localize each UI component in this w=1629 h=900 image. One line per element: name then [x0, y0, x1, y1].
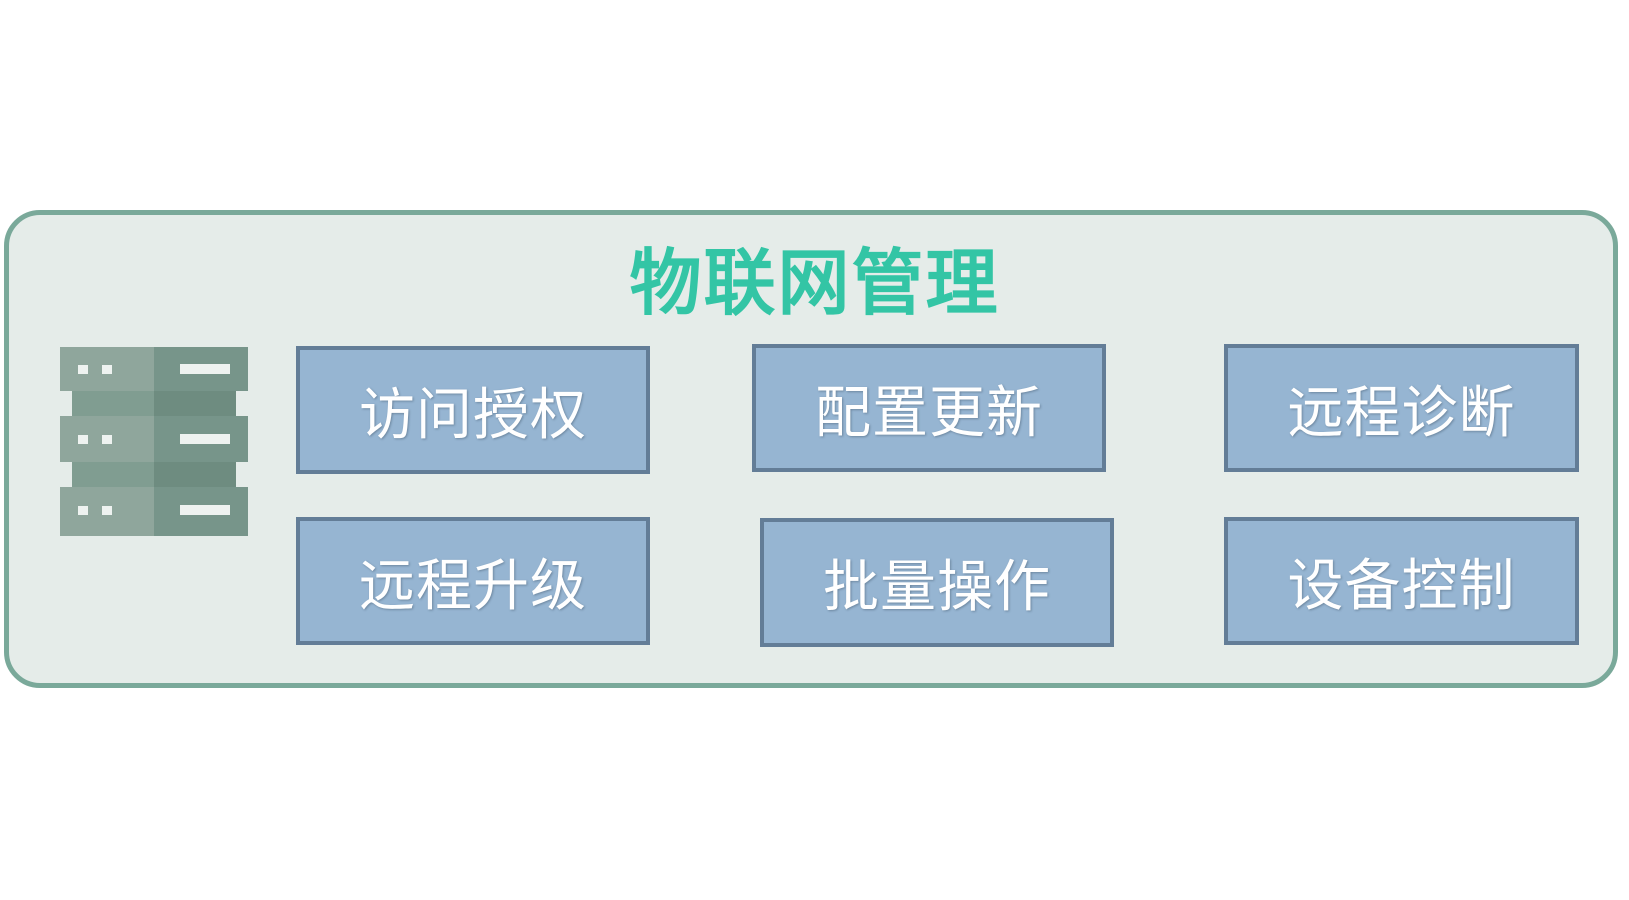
function-box-access-authorization: 访问授权: [296, 346, 650, 474]
function-box-batch-operation: 批量操作: [760, 518, 1114, 647]
function-box-remote-upgrade: 远程升级: [296, 517, 650, 645]
server-rack-icon: [60, 347, 248, 536]
function-box-device-control: 设备控制: [1224, 517, 1579, 645]
function-box-remote-diagnosis: 远程诊断: [1224, 344, 1579, 472]
function-box-config-update: 配置更新: [752, 344, 1106, 472]
diagram-title: 物联网管理: [629, 241, 1000, 325]
